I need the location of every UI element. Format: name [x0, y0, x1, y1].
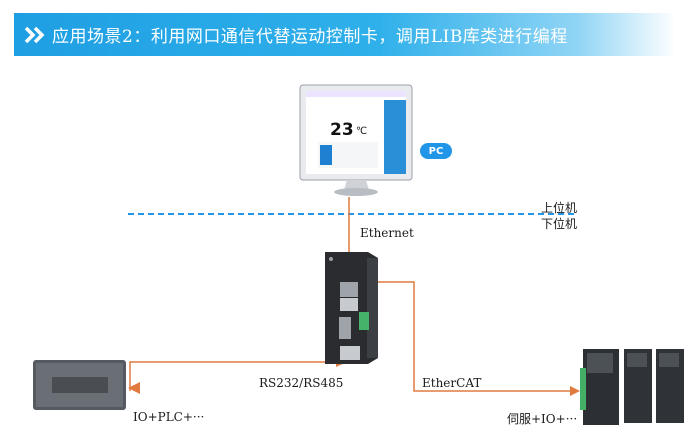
- pc-monitor: [299, 84, 413, 196]
- plc-label: IO+PLC+···: [133, 410, 205, 424]
- motion-controller: [325, 252, 378, 364]
- pc-temperature: 23: [330, 120, 354, 140]
- ethernet-label: Ethernet: [360, 226, 414, 240]
- ethercat-link: [355, 281, 572, 392]
- lower-level-label: 下位机: [541, 217, 578, 231]
- pc-temperature-unit: ℃: [356, 126, 368, 137]
- servo-drives: [580, 349, 684, 425]
- header-banner: 应用场景2：利用网口通信代替运动控制卡，调用LIB库类进行编程: [14, 13, 676, 56]
- double-chevron-icon: [24, 26, 45, 43]
- page-title: 应用场景2：利用网口通信代替运动控制卡，调用LIB库类进行编程: [52, 27, 568, 47]
- serial-link: [129, 361, 343, 391]
- plc-device: [33, 360, 126, 410]
- pc-badge: PC: [420, 143, 452, 159]
- servo-label: 伺服+IO+···: [507, 412, 578, 426]
- upper-level-label: 上位机: [541, 201, 578, 215]
- ethercat-arrow: [570, 386, 580, 396]
- serial-arrow-left: [128, 382, 140, 394]
- serial-label: RS232/RS485: [259, 376, 344, 390]
- ethercat-label: EtherCAT: [422, 376, 482, 390]
